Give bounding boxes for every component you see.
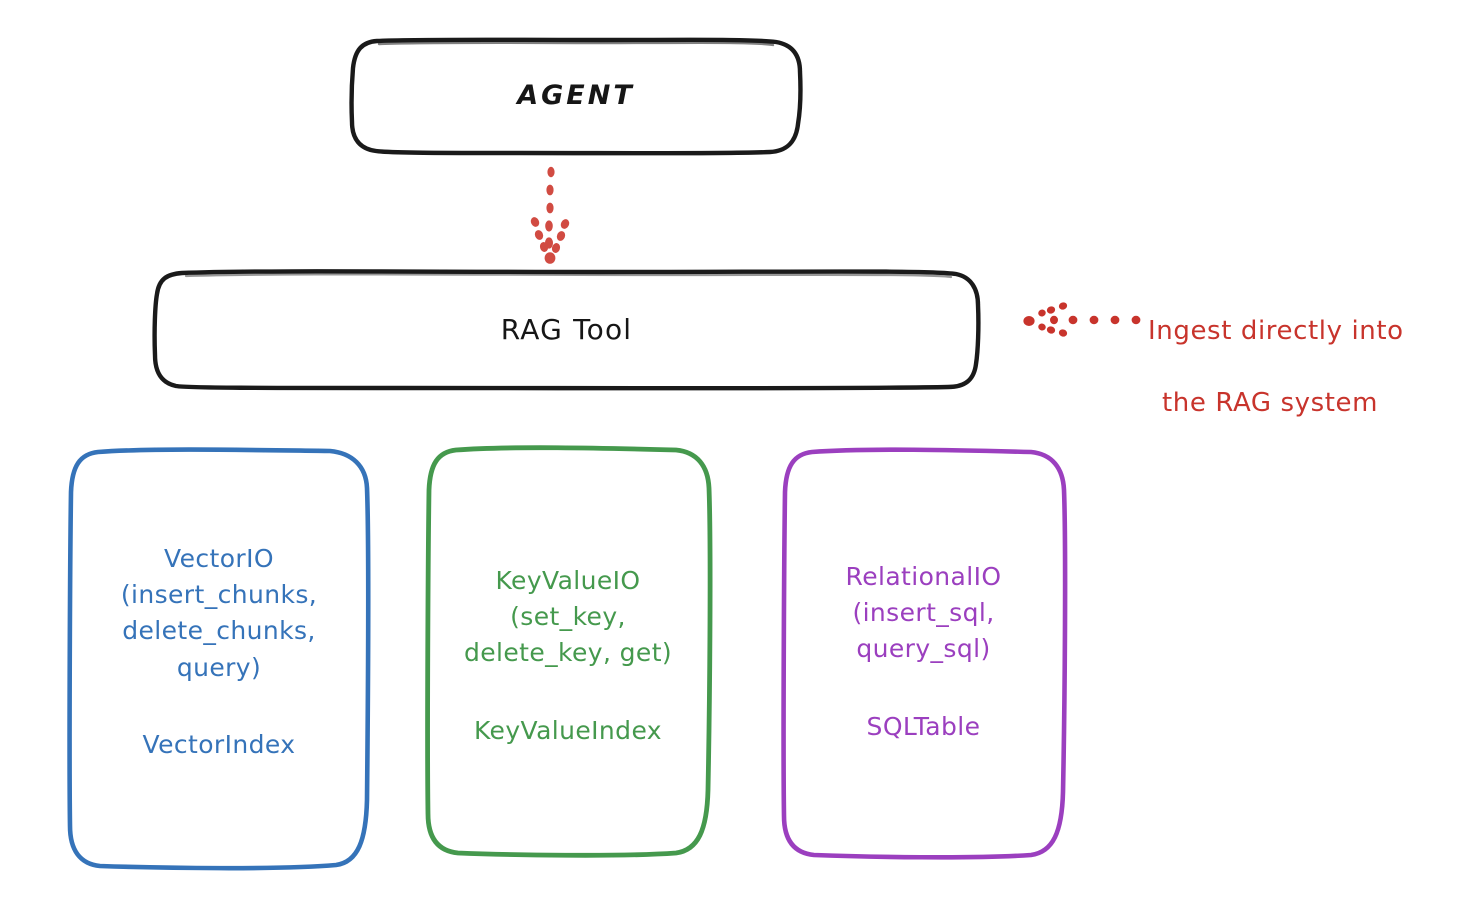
key-value-io-index-label: KeyValueIndex <box>473 715 662 745</box>
vector-io-node[interactable]: VectorIO (insert_chunks, delete_chunks, … <box>70 450 368 868</box>
vector-io-content: VectorIO (insert_chunks, delete_chunks, … <box>121 541 317 762</box>
relational-io-node[interactable]: RelationalIO (insert_sql, query_sql) SQL… <box>784 450 1063 856</box>
ingest-annotation: Ingest directly into the RAG system <box>1148 278 1478 457</box>
vector-io-api-label: VectorIO (insert_chunks, delete_chunks, … <box>120 543 318 682</box>
key-value-io-box-stroke <box>425 445 713 858</box>
key-value-io-api-label: KeyValueIO (set_key, delete_key, get) <box>463 565 673 668</box>
agent-box-stroke <box>349 37 803 156</box>
rag-tool-node[interactable]: RAG Tool <box>155 272 978 387</box>
ingest-to-rag-tool-arrow <box>1023 302 1141 337</box>
relational-io-content: RelationalIO (insert_sql, query_sql) SQL… <box>846 559 1002 743</box>
ingest-annotation-line-1: Ingest directly into <box>1148 315 1404 346</box>
vector-io-box-stroke <box>67 447 371 871</box>
ingest-annotation-line-2: the RAG system <box>1162 387 1379 418</box>
rag-tool-label: RAG Tool <box>500 312 633 346</box>
key-value-io-node[interactable]: KeyValueIO (set_key, delete_key, get) Ke… <box>428 448 708 854</box>
agent-to-rag-tool-arrow <box>530 166 570 264</box>
relational-io-index-label: SQLTable <box>866 711 981 741</box>
relational-io-api-label: RelationalIO (insert_sql, query_sql) <box>845 561 1002 664</box>
agent-label: AGENT <box>517 80 635 112</box>
relational-io-box-stroke <box>781 447 1068 860</box>
agent-node[interactable]: AGENT <box>352 40 800 153</box>
rag-tool-box-stroke <box>152 269 981 391</box>
key-value-io-content: KeyValueIO (set_key, delete_key, get) Ke… <box>464 563 672 747</box>
vector-io-index-label: VectorIndex <box>142 729 296 759</box>
